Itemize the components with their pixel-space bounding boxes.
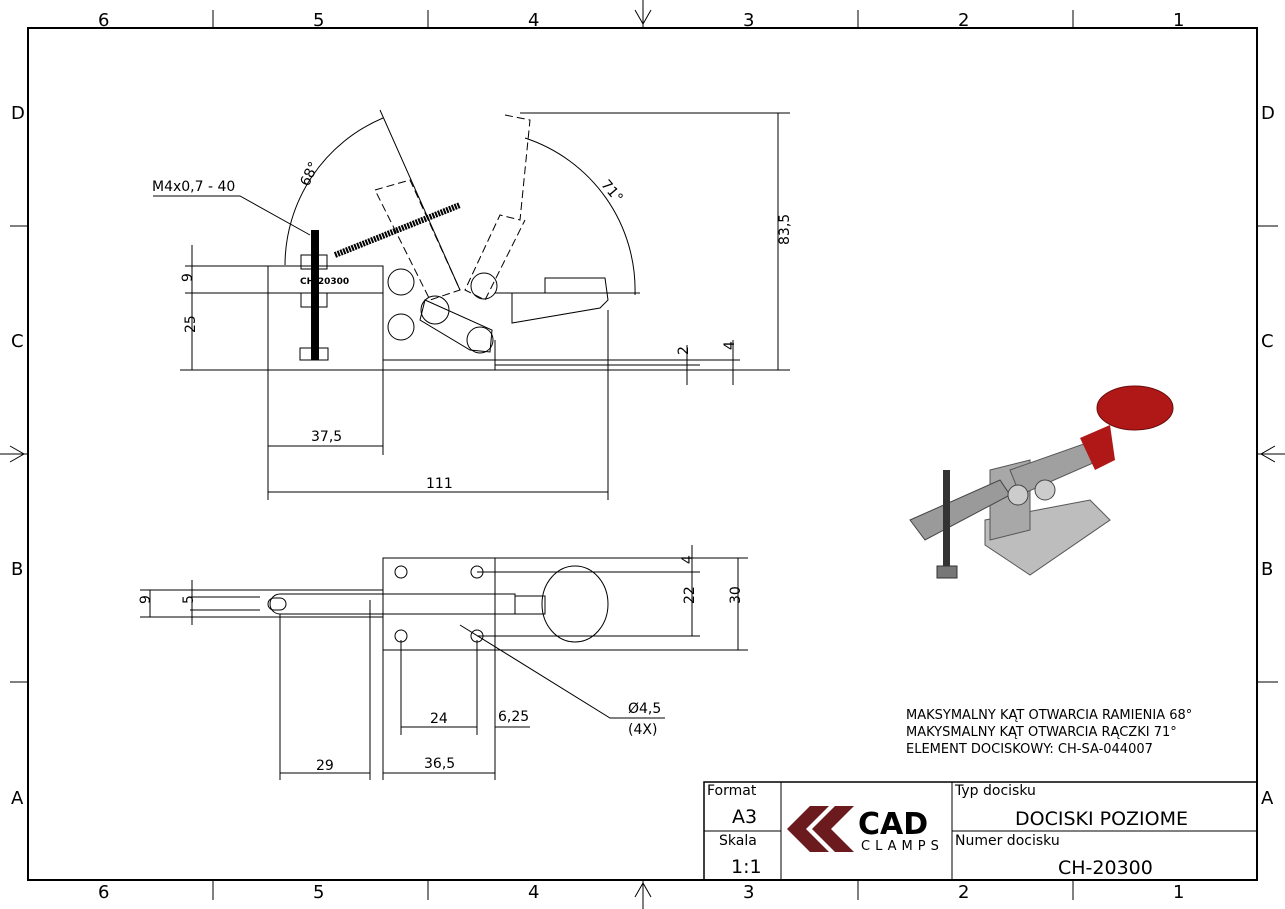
svg-text:2: 2 [676,346,692,355]
svg-text:2: 2 [958,882,969,903]
svg-text:CH-20300: CH-20300 [300,277,349,287]
svg-text:B: B [11,559,23,580]
top-view: 9 5 4 22 30 24 6,25 29 36,5 Ø4,5 (4X) [138,545,748,780]
general-notes: MAKSYMALNY KĄT OTWARCIA RAMIENIA 68° MAK… [906,708,1192,757]
svg-text:6,25: 6,25 [498,709,529,725]
arm-angle-label: 68° [297,159,322,188]
svg-text:2: 2 [958,10,969,31]
svg-text:4: 4 [722,341,738,350]
type-value: DOCISKI POZIOME [1015,808,1188,830]
svg-text:6: 6 [98,10,109,31]
svg-text:D: D [11,103,25,124]
svg-text:MAKYSMALNY KĄT OTWARCIA RĄCZKI: MAKYSMALNY KĄT OTWARCIA RĄCZKI 71° [906,725,1177,740]
svg-text:30: 30 [728,586,744,604]
number-label: Numer docisku [955,833,1060,849]
format-label: Format [707,783,757,799]
svg-text:3: 3 [743,882,754,903]
handle-angle-label: 71° [597,177,625,206]
svg-text:1: 1 [1173,10,1184,31]
svg-text:B: B [1261,559,1273,580]
zone-labels: 6 5 4 3 2 1 6 5 4 3 2 1 D C B A D C B A [11,10,1275,903]
svg-text:5: 5 [313,882,324,903]
svg-text:22: 22 [682,586,698,604]
scale-label: Skala [719,833,757,849]
clamp-top-outline [267,557,609,651]
svg-text:MAKSYMALNY KĄT OTWARCIA RAMIEN: MAKSYMALNY KĄT OTWARCIA RAMIENIA 68° [906,708,1192,723]
scale-value: 1:1 [731,856,762,878]
clamp-bolt: CH-20300 [299,230,349,361]
hole-diameter-callout: Ø4,5 [628,701,661,717]
svg-text:9: 9 [138,595,154,604]
svg-text:A: A [1261,788,1274,809]
format-value: A3 [732,806,757,828]
cad-clamps-logo: CAD CLAMPS [787,806,944,854]
svg-text:111: 111 [426,476,453,492]
top-dimensions [140,545,748,780]
hole-count: (4X) [628,722,657,738]
svg-text:5: 5 [181,595,197,604]
svg-text:ELEMENT DOCISKOWY: CH-SA-04400: ELEMENT DOCISKOWY: CH-SA-044007 [906,742,1153,757]
svg-text:C: C [1261,331,1274,352]
svg-text:4: 4 [528,882,539,903]
svg-text:25: 25 [183,315,199,333]
svg-text:D: D [1261,103,1275,124]
side-dimensions [153,109,790,500]
side-view: CH-20300 M4x0,7 - 40 68° 71° 9 25 37,5 1… [152,109,793,500]
svg-text:83,5: 83,5 [777,214,793,245]
isometric-clamp-render [909,385,1174,579]
svg-text:C: C [11,331,24,352]
number-value: CH-20300 [1058,857,1153,879]
svg-text:CAD: CAD [858,807,928,842]
svg-text:CLAMPS: CLAMPS [861,839,944,854]
svg-text:29: 29 [316,758,334,774]
svg-text:37,5: 37,5 [311,429,342,445]
svg-text:6: 6 [98,882,109,903]
svg-text:9: 9 [180,273,196,282]
clamp-side-outline [267,265,640,371]
title-block: Format A3 Skala 1:1 CAD CLAMPS Typ docis… [703,781,1258,881]
svg-text:5: 5 [313,10,324,31]
open-bolt [333,202,462,258]
svg-text:A: A [11,788,24,809]
svg-text:4: 4 [680,555,696,564]
svg-text:3: 3 [743,10,754,31]
type-label: Typ docisku [954,783,1036,799]
svg-text:24: 24 [430,711,448,727]
svg-text:4: 4 [528,10,539,31]
svg-text:1: 1 [1173,882,1184,903]
thread-callout: M4x0,7 - 40 [152,179,235,195]
svg-text:36,5: 36,5 [424,756,455,772]
